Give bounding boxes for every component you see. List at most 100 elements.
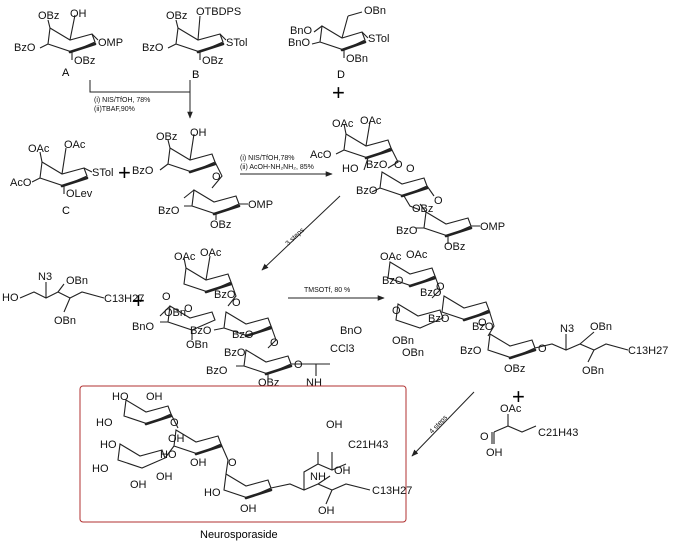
di-group-5: BzO [158, 205, 180, 217]
step-1-line-1: (i) NIS/TfOH, 78% [94, 97, 150, 104]
gl-group-12: OBn [402, 347, 424, 359]
sph-group-3: OBn [66, 275, 88, 287]
tri-group-1: OAc [332, 118, 354, 130]
gl-group-19: OBn [582, 365, 604, 377]
np-group-16: OH [334, 465, 351, 477]
tri-group-11: O [434, 195, 443, 207]
fa-group-1: OAc [500, 403, 522, 415]
gl-group-15: OBn [590, 321, 612, 333]
di-group-7: OMP [248, 199, 273, 211]
step-2-line-1: (i) NIS/TfOH,78% [240, 155, 294, 162]
np-group-8: HO [100, 439, 117, 451]
gl-group-14: N3 [560, 323, 574, 335]
imi-group-3: BzO [214, 289, 236, 301]
di-group-1: OBz [156, 131, 177, 143]
c-group-3: AcO [10, 177, 32, 189]
a-group-3: BzO [14, 42, 36, 54]
step-3-line-1: 3 steps [285, 227, 307, 248]
d-group-2: BnO [290, 25, 312, 37]
c-group-5: OLev [66, 188, 93, 200]
gl-group-16: C13H27 [628, 345, 668, 357]
disaccharide: OBz OH BzO O BzO OBz OMP [132, 127, 273, 231]
trisaccharide: OAc OAc AcO O HO BzO O BzO BzO OBz O OMP… [310, 115, 505, 253]
tri-group-13: OBz [444, 241, 465, 253]
step-1-arrow: (i) NIS/TfOH, 78% (ii)TBAF,90% [89, 80, 193, 119]
c-group-1: OAc [28, 143, 50, 155]
plus-sign-1: + [332, 80, 345, 105]
step-2-arrow: (i) NIS/TfOH,78% (ii) AcOH-NH₂NH₂, 85% [240, 155, 333, 177]
b-group-5: OBz [202, 55, 223, 67]
c-group-4: STol [92, 167, 113, 179]
imidate-donor: OAc OAc BzO O O BnO O BzO BzO OBn OBn O … [132, 247, 354, 389]
step-5-line-1: 4 steps [428, 414, 449, 435]
imi-group-9: BzO [190, 325, 212, 337]
step-2-line-2: (ii) AcOH-NH₂NH₂, 85% [240, 164, 314, 171]
np-group-5: HO [96, 417, 113, 429]
sph-group-4: OBn [54, 315, 76, 327]
gl-group-18: OBz [504, 363, 525, 375]
plus-sign-2: + [118, 160, 131, 185]
np-group-19: HO [204, 487, 221, 499]
imi-group-4: O [232, 297, 241, 309]
imi-group-8: BzO [232, 329, 254, 341]
tri-group-6: BzO [366, 159, 388, 171]
np-group-15: NH [310, 471, 326, 483]
compound-c: OAc OAc AcO STol OLev C [10, 139, 113, 217]
c-group-2: OAc [64, 139, 86, 151]
product-box [79, 385, 407, 523]
gl-group-6: BnO [340, 325, 362, 337]
sph-group-5: C13H27 [104, 293, 144, 305]
imi-group-17: OBz [258, 377, 279, 389]
gl-group-5: O [436, 281, 445, 293]
np-group-1: HO [112, 391, 129, 403]
np-group-12: OH [168, 433, 185, 445]
step-3-arrow: 3 steps [261, 195, 341, 271]
b-group-2: OTBDPS [196, 6, 241, 18]
imi-group-14: BzO [206, 365, 228, 377]
d-group-3: BnO [288, 37, 310, 49]
imi-group-6: BnO [132, 321, 154, 333]
fa-group-4: OH [486, 447, 503, 459]
gl-group-4: BzO [420, 287, 442, 299]
tri-group-2: OAc [360, 115, 382, 127]
protected-glycolipid: OAc OAc BzO BzO O BnO O BzO O BzO OBn OB… [340, 249, 668, 377]
sph-group-1: HO [2, 292, 19, 304]
b-group-1: OBz [166, 10, 187, 22]
imi-group-11: OBn [164, 307, 186, 319]
fa-group-3: C21H43 [538, 427, 578, 439]
gl-group-10: BzO [472, 321, 494, 333]
a-group-1: OBz [38, 10, 59, 22]
compound-b: OBz OTBDPS BzO STol OBz B [142, 6, 247, 81]
step-1-line-2: (ii)TBAF,90% [94, 106, 135, 113]
tri-group-12: OMP [480, 221, 505, 233]
np-group-7: OH [156, 471, 173, 483]
tri-group-10: OBz [412, 203, 433, 215]
b-group-4: STol [226, 37, 247, 49]
a-group-2: OH [70, 8, 87, 20]
np-group-9: OH [130, 479, 147, 491]
gl-group-7: O [392, 305, 401, 317]
step-4-arrow: TMSOTf, 80 % [288, 287, 385, 301]
compound-a: OBz OH BzO OMP OBz A [14, 8, 123, 79]
imi-group-7: O [184, 303, 193, 315]
tri-group-8: BzO [356, 185, 378, 197]
imi-group-16: CCl3 [330, 343, 354, 355]
np-group-14: C21H43 [348, 439, 388, 451]
gl-group-3: BzO [382, 275, 404, 287]
fatty-acid: OAc O C21H43 OH [480, 403, 578, 459]
gl-group-17: BzO [460, 345, 482, 357]
imi-group-10: OBn [186, 339, 208, 351]
a-group-5: OBz [74, 55, 95, 67]
np-group-2: OH [146, 391, 163, 403]
gl-group-13: O [538, 343, 547, 355]
imi-group-12: O [270, 337, 279, 349]
np-group-6: HO [92, 463, 109, 475]
imi-group-18: NH [306, 377, 322, 389]
sph-group-2: N3 [38, 271, 52, 283]
imi-group-2: OAc [200, 247, 222, 259]
tri-group-4: O [394, 159, 403, 171]
plus-sign-4: + [512, 384, 525, 409]
neurosporaside-structure: HO OH O O HO HO OH HO OH HO OH OH OH C21… [92, 391, 412, 517]
step-4-line-1: TMSOTf, 80 % [304, 287, 350, 294]
